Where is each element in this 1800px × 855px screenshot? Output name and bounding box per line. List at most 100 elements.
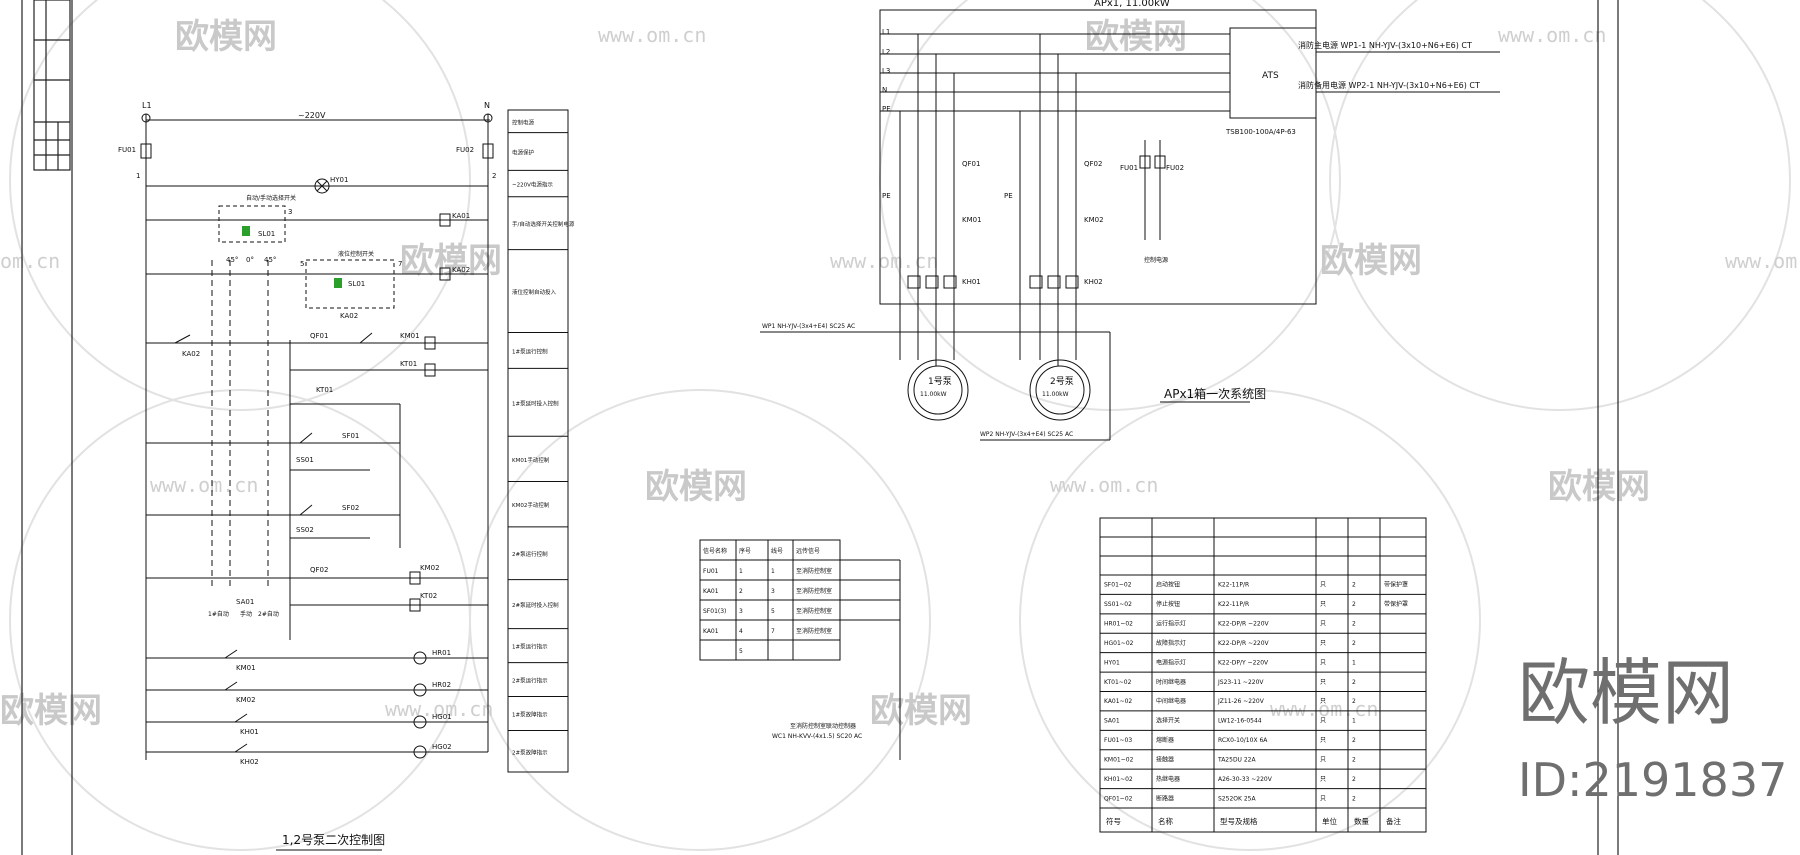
legend-item: 1#泵延时投入控制: [512, 399, 559, 407]
bom-cell: 只: [1320, 659, 1326, 666]
kt01-label: KT01: [400, 360, 417, 368]
bom-cell: JZ11-26 ~220V: [1217, 698, 1265, 705]
kh02-primary-label: KH02: [1084, 278, 1103, 286]
bom-cell: 只: [1320, 640, 1326, 647]
bom-cell: 时间继电器: [1156, 678, 1186, 686]
bom-cell: 2: [1352, 601, 1356, 608]
watermark-url: www.om.cn: [385, 697, 493, 721]
feeder1-label: 消防主电源 WP1-1 NH-YJV-(3x10+N6+E6) CT: [1298, 40, 1472, 50]
bom-cell: HY01: [1104, 659, 1120, 666]
bom-cell: 只: [1320, 698, 1326, 705]
watermark-brand: 欧模网: [645, 467, 747, 507]
watermark-url: www.om.cn: [830, 249, 938, 273]
fuse-right-label: FU02: [456, 146, 474, 154]
bom-cell: 电源指示灯: [1156, 658, 1186, 666]
bom-cell: 只: [1320, 737, 1326, 744]
watermark-url: www.om.cn: [598, 23, 706, 47]
auto2-label: 2#自动: [258, 610, 279, 618]
ats-label: ATS: [1262, 71, 1279, 81]
watermark-brand: 欧模网: [400, 241, 502, 281]
bom-cell: JS23-11 ~220V: [1217, 679, 1264, 686]
bom-cell: 2: [1352, 756, 1356, 763]
lamp-power-label: HY01: [330, 176, 348, 184]
terminal-header-cell: 远传信号: [796, 547, 820, 555]
bom-cell: S252OK 25A: [1218, 795, 1256, 802]
bom-cell: K22-DP/R ~220V: [1218, 640, 1270, 647]
bom-cell: 故障指示灯: [1156, 639, 1186, 647]
bom-cell: 1: [1352, 659, 1356, 666]
fu01-primary-label: FU01: [1120, 164, 1138, 172]
hr02-label: HR02: [432, 681, 451, 689]
legend-item: 1#泵运行控制: [512, 347, 548, 355]
watermark-url: www.om.cn: [150, 473, 258, 497]
bom-cell: 2: [1352, 776, 1356, 783]
bom-cell: 只: [1320, 776, 1326, 783]
position-45b-label: 45°: [264, 256, 276, 264]
watermark-url: www.om.cn: [1498, 23, 1606, 47]
legend-item: 1#泵故障指示: [512, 711, 548, 719]
bom-cell: 1: [1352, 718, 1356, 725]
terminal-cell: FU01: [703, 568, 719, 575]
supply-right-label: N: [484, 101, 490, 110]
bom-footer-cell: 名称: [1158, 816, 1174, 826]
legend-item: KM02手动控制: [512, 501, 550, 509]
watermark-url-partial: om.cn: [0, 249, 60, 273]
terminal-cell: KA01: [703, 628, 719, 635]
legend-item: 2#泵运行控制: [512, 550, 548, 558]
bus-label: PE: [882, 105, 891, 113]
bom-cell: K22-DP/Y ~220V: [1218, 659, 1269, 666]
control-diagram-title: 1,2号泵二次控制图: [282, 833, 385, 847]
legend-item: 液位控制自动投入: [512, 288, 557, 296]
bom-cell: 运行指示灯: [1156, 620, 1186, 628]
selector-switch-label: SL01: [258, 230, 275, 238]
km02-contact-label: KM02: [236, 696, 256, 704]
legend-item: KM01手动控制: [512, 456, 550, 464]
legend-frame: [507, 109, 569, 773]
qf02-primary-label: QF02: [1084, 160, 1102, 168]
qf01-label: QF01: [310, 332, 328, 340]
supply-left-label: L1: [142, 101, 152, 110]
bom-cell: 断路器: [1156, 794, 1174, 802]
control-diagram: L1 N ~220V FU01 FU02 1 2 HY01 自动/手动选择开关 …: [118, 101, 575, 851]
bom-cell: 2: [1352, 698, 1356, 705]
contact-ka02-label-left: KA02: [182, 350, 200, 358]
km01-contact-label: KM01: [236, 664, 256, 672]
terminal-7-label: 7: [398, 260, 402, 268]
primary-diagram: APx1, 11.00kW: [760, 0, 1500, 441]
terminal-cell: 至消防控制室: [796, 567, 832, 575]
bus-label: L1: [882, 28, 890, 36]
motor1-label: 1号泵: [928, 376, 952, 387]
legend-item: 2#泵故障指示: [512, 748, 548, 756]
bom-cell: 中间继电器: [1156, 697, 1186, 705]
bom-cell: 2: [1352, 582, 1356, 589]
cable-wp1-label: WP1 NH-YJV-(3x4+E4) SC25 AC: [762, 323, 855, 330]
sf02-label: SF02: [342, 504, 359, 512]
bom-cell: KM01~02: [1104, 756, 1134, 763]
kh02-label: KH02: [240, 758, 259, 766]
terminal-cell: 2: [739, 588, 743, 595]
motor1-power-label: 11.00kW: [920, 391, 947, 398]
bom-cell: KH01~02: [1104, 776, 1133, 783]
terminal-cell: 至消防控制室: [796, 627, 832, 635]
bus-label: N: [882, 86, 887, 94]
bom-cell: TA25DU 22A: [1217, 756, 1256, 763]
bom-footer-cell: 型号及规格: [1220, 816, 1258, 826]
green-switch-markers: [242, 226, 342, 288]
watermark-brand: 欧模网: [175, 17, 277, 57]
kh01-primary-label: KH01: [962, 278, 981, 286]
primary-diagram-title: APx1箱一次系统图: [1164, 386, 1266, 401]
terminal-cell: 3: [739, 608, 743, 615]
terminal-cell: 1: [771, 568, 775, 575]
bom-cell: 停止按钮: [1156, 600, 1180, 608]
legend-item: 2#泵运行指示: [512, 677, 548, 685]
kt02-label: KT02: [420, 592, 437, 600]
motor2-power-label: 11.00kW: [1042, 391, 1069, 398]
terminal-cell: 5: [739, 648, 743, 655]
km02-primary-label: KM02: [1084, 216, 1104, 224]
terminal-header-cell: 线号: [771, 547, 783, 555]
bom-cell: 只: [1320, 621, 1326, 628]
fu02-primary-label: FU02: [1166, 164, 1184, 172]
terminal-header-cell: 序号: [739, 547, 751, 555]
